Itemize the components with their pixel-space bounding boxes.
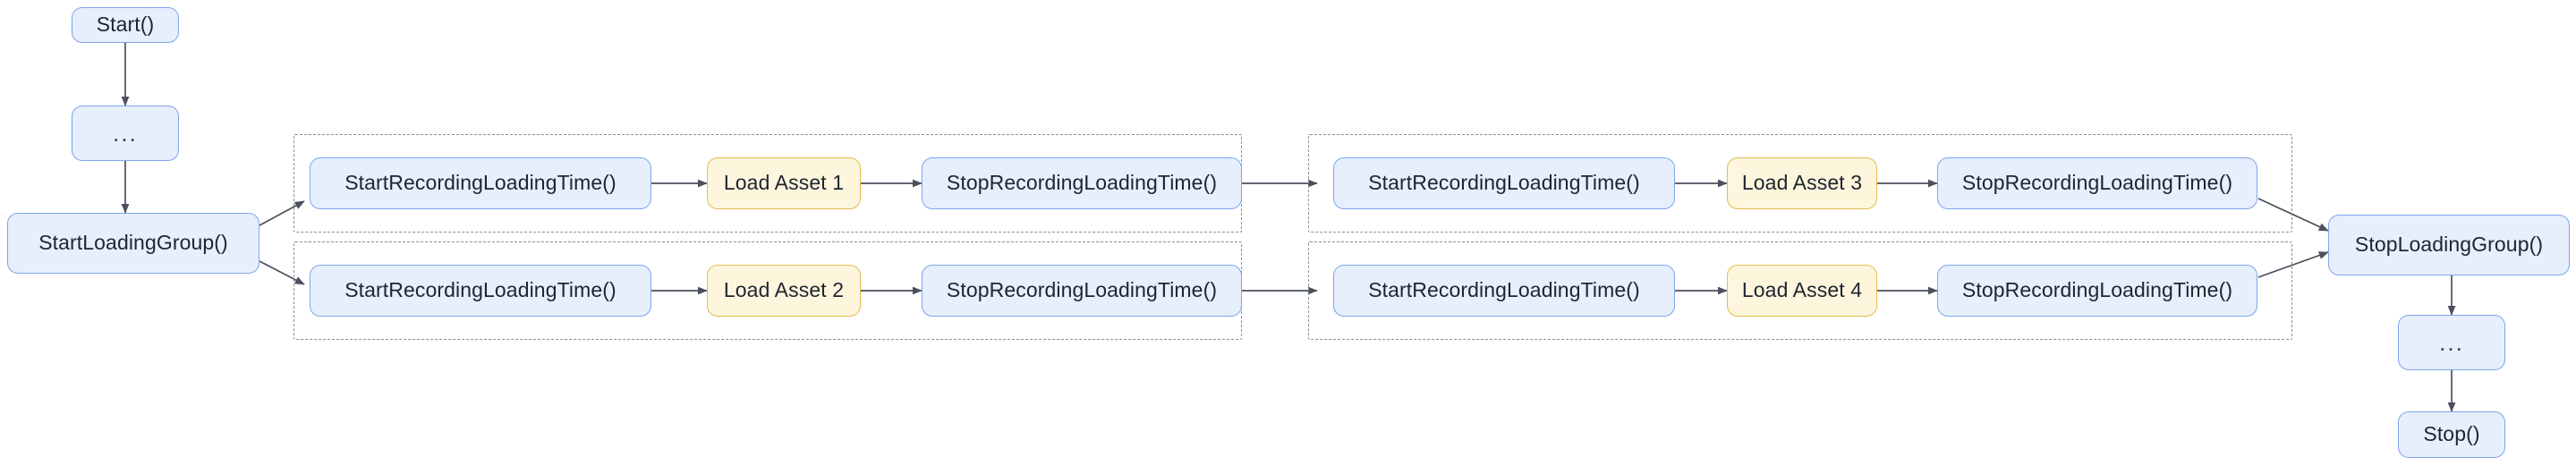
node-stop[interactable]: Stop()	[2398, 411, 2505, 458]
node-start[interactable]: Start()	[72, 7, 179, 43]
node-start-loading-group[interactable]: StartLoadingGroup()	[7, 213, 259, 274]
node-g2r2-start-recording[interactable]: StartRecordingLoadingTime()	[1333, 265, 1675, 317]
cluster-group2-row2	[1308, 241, 2292, 340]
node-g1r1-start-recording[interactable]: StartRecordingLoadingTime()	[310, 157, 651, 209]
node-g2r2-load-asset[interactable]: Load Asset 4	[1727, 265, 1877, 317]
node-g1r2-start-recording[interactable]: StartRecordingLoadingTime()	[310, 265, 651, 317]
node-g1r2-load-asset[interactable]: Load Asset 2	[707, 265, 861, 317]
node-g1r1-stop-recording[interactable]: StopRecordingLoadingTime()	[922, 157, 1242, 209]
node-ellipsis-after[interactable]: ...	[2398, 315, 2505, 370]
node-g2r1-load-asset[interactable]: Load Asset 3	[1727, 157, 1877, 209]
cluster-group2-row1	[1308, 134, 2292, 233]
node-g2r1-start-recording[interactable]: StartRecordingLoadingTime()	[1333, 157, 1675, 209]
node-g1r2-stop-recording[interactable]: StopRecordingLoadingTime()	[922, 265, 1242, 317]
node-stop-loading-group[interactable]: StopLoadingGroup()	[2328, 215, 2570, 275]
node-g1r1-load-asset[interactable]: Load Asset 1	[707, 157, 861, 209]
node-ellipsis-before[interactable]: ...	[72, 106, 179, 161]
node-g2r2-stop-recording[interactable]: StopRecordingLoadingTime()	[1937, 265, 2257, 317]
node-g2r1-stop-recording[interactable]: StopRecordingLoadingTime()	[1937, 157, 2257, 209]
